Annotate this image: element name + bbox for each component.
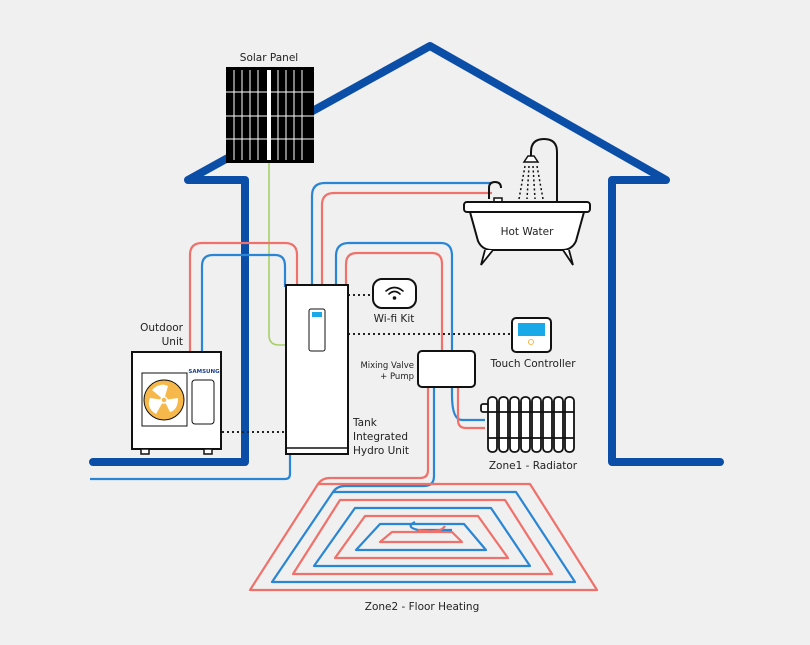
wifi-icon [385, 286, 404, 300]
tank-label-2: Integrated [353, 431, 408, 443]
solar-cable [268, 162, 288, 346]
house-outline-left [89, 42, 724, 466]
outdoor-unit-label-1: Outdoor [140, 322, 184, 334]
brand-logo: SAMSUNG [188, 369, 220, 375]
wifi-kit-label: Wi-fi Kit [374, 313, 415, 325]
floor-heating-coil [248, 482, 599, 592]
mixing-valve-pump [417, 350, 476, 388]
floor-cold-feed [332, 388, 436, 493]
solar-panel-label: Solar Panel [240, 52, 298, 64]
mixing-valve-label-2: + Pump [380, 372, 414, 382]
controller-button-icon [528, 339, 534, 345]
solar-panel [226, 67, 314, 163]
controller-screen [518, 323, 545, 336]
hotwater-hot-pipe [320, 191, 492, 287]
zone-cold-pipe [334, 241, 485, 422]
radiator-hot-pipe [456, 388, 485, 430]
hotwater-cold-pipe [310, 181, 492, 287]
faucet-icon [488, 180, 502, 199]
wifi-kit [372, 278, 417, 309]
bathtub [463, 137, 591, 266]
outdoor-cold-pipe [200, 253, 287, 352]
hot-water-label: Hot Water [501, 226, 554, 238]
zone1-label: Zone1 - Radiator [489, 460, 578, 472]
outdoor-unit-label-2: Unit [162, 336, 183, 348]
tank-bottom-pipe [90, 455, 292, 481]
floor-hot-feed [317, 388, 430, 485]
touch-controller-label: Touch Controller [489, 358, 576, 370]
touch-controller [511, 317, 552, 353]
mixing-valve-label-1: Mixing Valve [360, 361, 414, 371]
tank-label-1: Tank [352, 417, 378, 429]
radiator [480, 396, 575, 453]
outdoor-hot-pipe [188, 241, 299, 352]
zone-hot-pipe [344, 251, 444, 350]
tank-label-3: Hydro Unit [353, 445, 409, 457]
outdoor-unit [131, 351, 222, 455]
tank-hydro-unit [285, 284, 349, 455]
zone2-label: Zone2 - Floor Heating [365, 601, 479, 613]
tank-display-icon [312, 312, 322, 317]
shower-head-icon [522, 155, 540, 163]
